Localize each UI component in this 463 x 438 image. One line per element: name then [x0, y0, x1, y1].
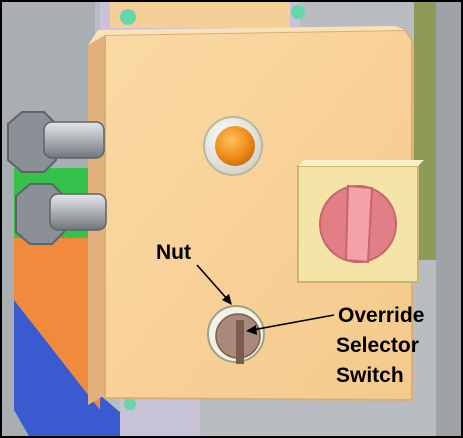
nut-callout-arrow — [196, 264, 232, 305]
right-post — [436, 0, 463, 438]
rotary-switch — [297, 160, 424, 283]
orange-frame — [14, 238, 100, 410]
lower-conduit-fitting — [15, 183, 107, 245]
blue-frame — [14, 300, 100, 438]
switch-label-line3: Switch — [336, 364, 404, 387]
override-selector-switch[interactable] — [207, 305, 265, 364]
enclosure-top-edge — [88, 26, 405, 45]
top-bolt-right — [291, 5, 305, 19]
top-bolt-left — [120, 9, 136, 25]
olive-bracket — [414, 0, 436, 260]
rotary-switch-knob[interactable] — [344, 184, 374, 264]
upper-conduit-fitting — [7, 111, 105, 173]
selector-handle[interactable] — [236, 320, 244, 364]
switch-callout-arrow — [246, 314, 335, 335]
nut-label: Nut — [156, 241, 191, 264]
switch-label-line2: Selector — [336, 334, 419, 357]
bottom-bolt — [124, 398, 136, 410]
indicator-light — [203, 116, 263, 176]
top-bracket-plate — [110, 0, 290, 28]
switch-label-line1: Override — [338, 304, 425, 327]
